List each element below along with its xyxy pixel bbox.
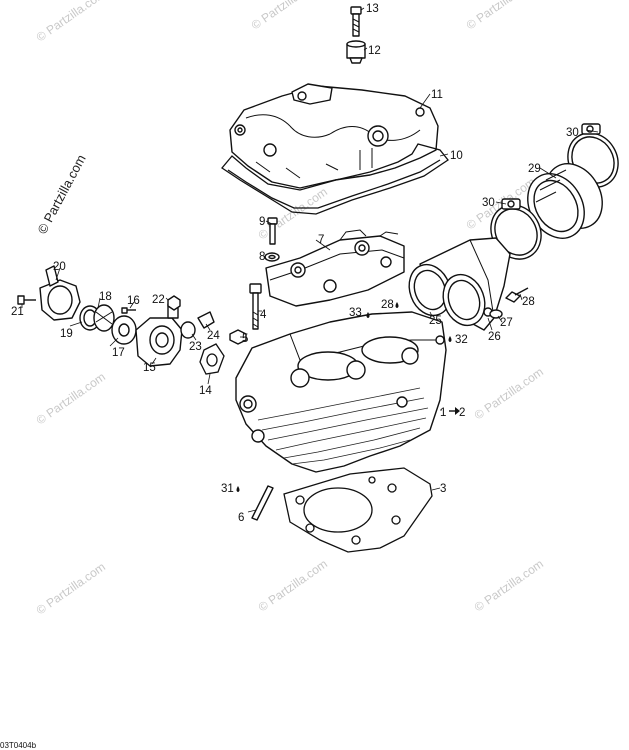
callout-cover-screw[interactable]: 21 — [11, 306, 24, 318]
watermark: © Partzilla.com — [34, 370, 108, 428]
callout-screw-small[interactable]: 16 — [127, 295, 140, 307]
callout-head-gasket[interactable]: 3 — [440, 483, 446, 495]
callout-cover-gasket[interactable]: 10 — [450, 150, 463, 162]
watermark: © Partzilla.com — [472, 557, 546, 615]
callout-dowel-pin[interactable]: 6 — [238, 512, 244, 524]
thermostat-housing-15[interactable] — [135, 303, 183, 367]
callout-intake-manifold[interactable]: 26 — [488, 331, 501, 343]
screw-9[interactable] — [267, 217, 278, 245]
housing-gasket-14[interactable] — [199, 343, 225, 375]
head-bolt-4[interactable] — [249, 283, 262, 330]
callout-cylinder-head[interactable]: 1 — [440, 407, 446, 419]
sealing-ring-24[interactable] — [197, 311, 215, 329]
drawing-code: 03T0404b — [0, 741, 37, 750]
manifold-washer-27[interactable] — [489, 309, 503, 319]
thermostat-18[interactable] — [93, 304, 115, 332]
callout-o-ring-housing[interactable]: 23 — [189, 341, 202, 353]
drop-icon — [448, 336, 452, 342]
nut-5[interactable] — [229, 329, 247, 345]
callout-cylinder-head-assy[interactable]: 2 — [459, 407, 465, 419]
callout-manifold-screw[interactable]: 28 — [522, 296, 535, 308]
grommet-12[interactable] — [346, 40, 366, 64]
callout-thermostat-body[interactable]: 17 — [112, 347, 125, 359]
callout-thermostat-housing[interactable]: 15 — [143, 362, 156, 374]
intake-o-rings-25[interactable] — [402, 259, 491, 332]
callout-sealant-31[interactable]: 31 — [221, 483, 234, 495]
callout-hose-clamp-lower[interactable]: 30 — [482, 197, 495, 209]
watermark: © Partzilla.com — [34, 560, 108, 618]
callout-nut[interactable]: 5 — [242, 333, 248, 345]
callout-o-ring[interactable]: 19 — [60, 328, 73, 340]
callout-temperature-sensor[interactable]: 22 — [152, 294, 165, 306]
watermark: © Partzilla.com — [464, 0, 538, 32]
thermostat-body-17[interactable] — [111, 315, 137, 345]
temperature-sensor-22[interactable] — [167, 295, 181, 311]
camshaft-cap-7[interactable] — [265, 229, 405, 307]
callout-screw[interactable]: 9 — [259, 216, 265, 228]
watermark: © Partzilla.com — [34, 0, 108, 44]
watermark: © Partzilla.com — [249, 0, 323, 32]
drop-icon — [366, 312, 370, 318]
callout-housing-gasket[interactable]: 14 — [199, 385, 212, 397]
callout-bolt-cover[interactable]: 13 — [366, 3, 379, 15]
manifold-screw-28[interactable] — [505, 287, 529, 303]
washer-8[interactable] — [264, 252, 280, 262]
sealant-drops — [236, 302, 452, 492]
o-ring-23[interactable] — [180, 321, 196, 339]
callout-intake-boot[interactable]: 29 — [528, 163, 541, 175]
callout-thermostat[interactable]: 18 — [99, 291, 112, 303]
callout-hose-clamp-upper[interactable]: 30 — [566, 127, 579, 139]
drop-icon — [395, 302, 399, 308]
bolt-13[interactable] — [350, 6, 362, 37]
watermark: © Partzilla.com — [472, 365, 546, 423]
cover-gasket-10[interactable] — [221, 143, 449, 215]
callout-cylinder-head-bolt[interactable]: 4 — [260, 309, 267, 321]
callout-sealant-32[interactable]: 32 — [455, 334, 468, 346]
callout-sealant-28[interactable]: 28 — [381, 299, 394, 311]
dowel-pin-6[interactable] — [251, 485, 274, 521]
cover-screw-21[interactable] — [17, 295, 36, 305]
intake-boot-29[interactable] — [516, 154, 613, 249]
cylinder-head-1[interactable] — [235, 311, 447, 473]
thermostat-cover-20[interactable] — [39, 265, 81, 321]
callout-valve-cover[interactable]: 11 — [431, 89, 443, 101]
callout-sealing-ring[interactable]: 24 — [207, 330, 220, 342]
drop-icon — [236, 486, 240, 492]
callout-intake-o-rings[interactable]: 25 — [429, 315, 442, 327]
head-gasket-3[interactable] — [283, 467, 433, 553]
callout-washer[interactable]: 8 — [259, 251, 265, 263]
callout-sealant-33[interactable]: 33 — [349, 307, 362, 319]
callout-thermostat-cover[interactable]: 20 — [53, 261, 66, 273]
brand-mark: © Partzilla.com — [34, 152, 88, 236]
leader-lines — [21, 7, 599, 513]
callout-camshaft-bearing-cap[interactable]: 7 — [318, 234, 324, 246]
valve-cover-11[interactable] — [229, 83, 439, 189]
watermark: © Partzilla.com — [256, 557, 330, 615]
screw-16[interactable] — [121, 307, 136, 314]
callout-grommet[interactable]: 12 — [368, 45, 381, 57]
arrow-icon — [449, 407, 460, 415]
callout-manifold-washer[interactable]: 27 — [500, 317, 513, 329]
